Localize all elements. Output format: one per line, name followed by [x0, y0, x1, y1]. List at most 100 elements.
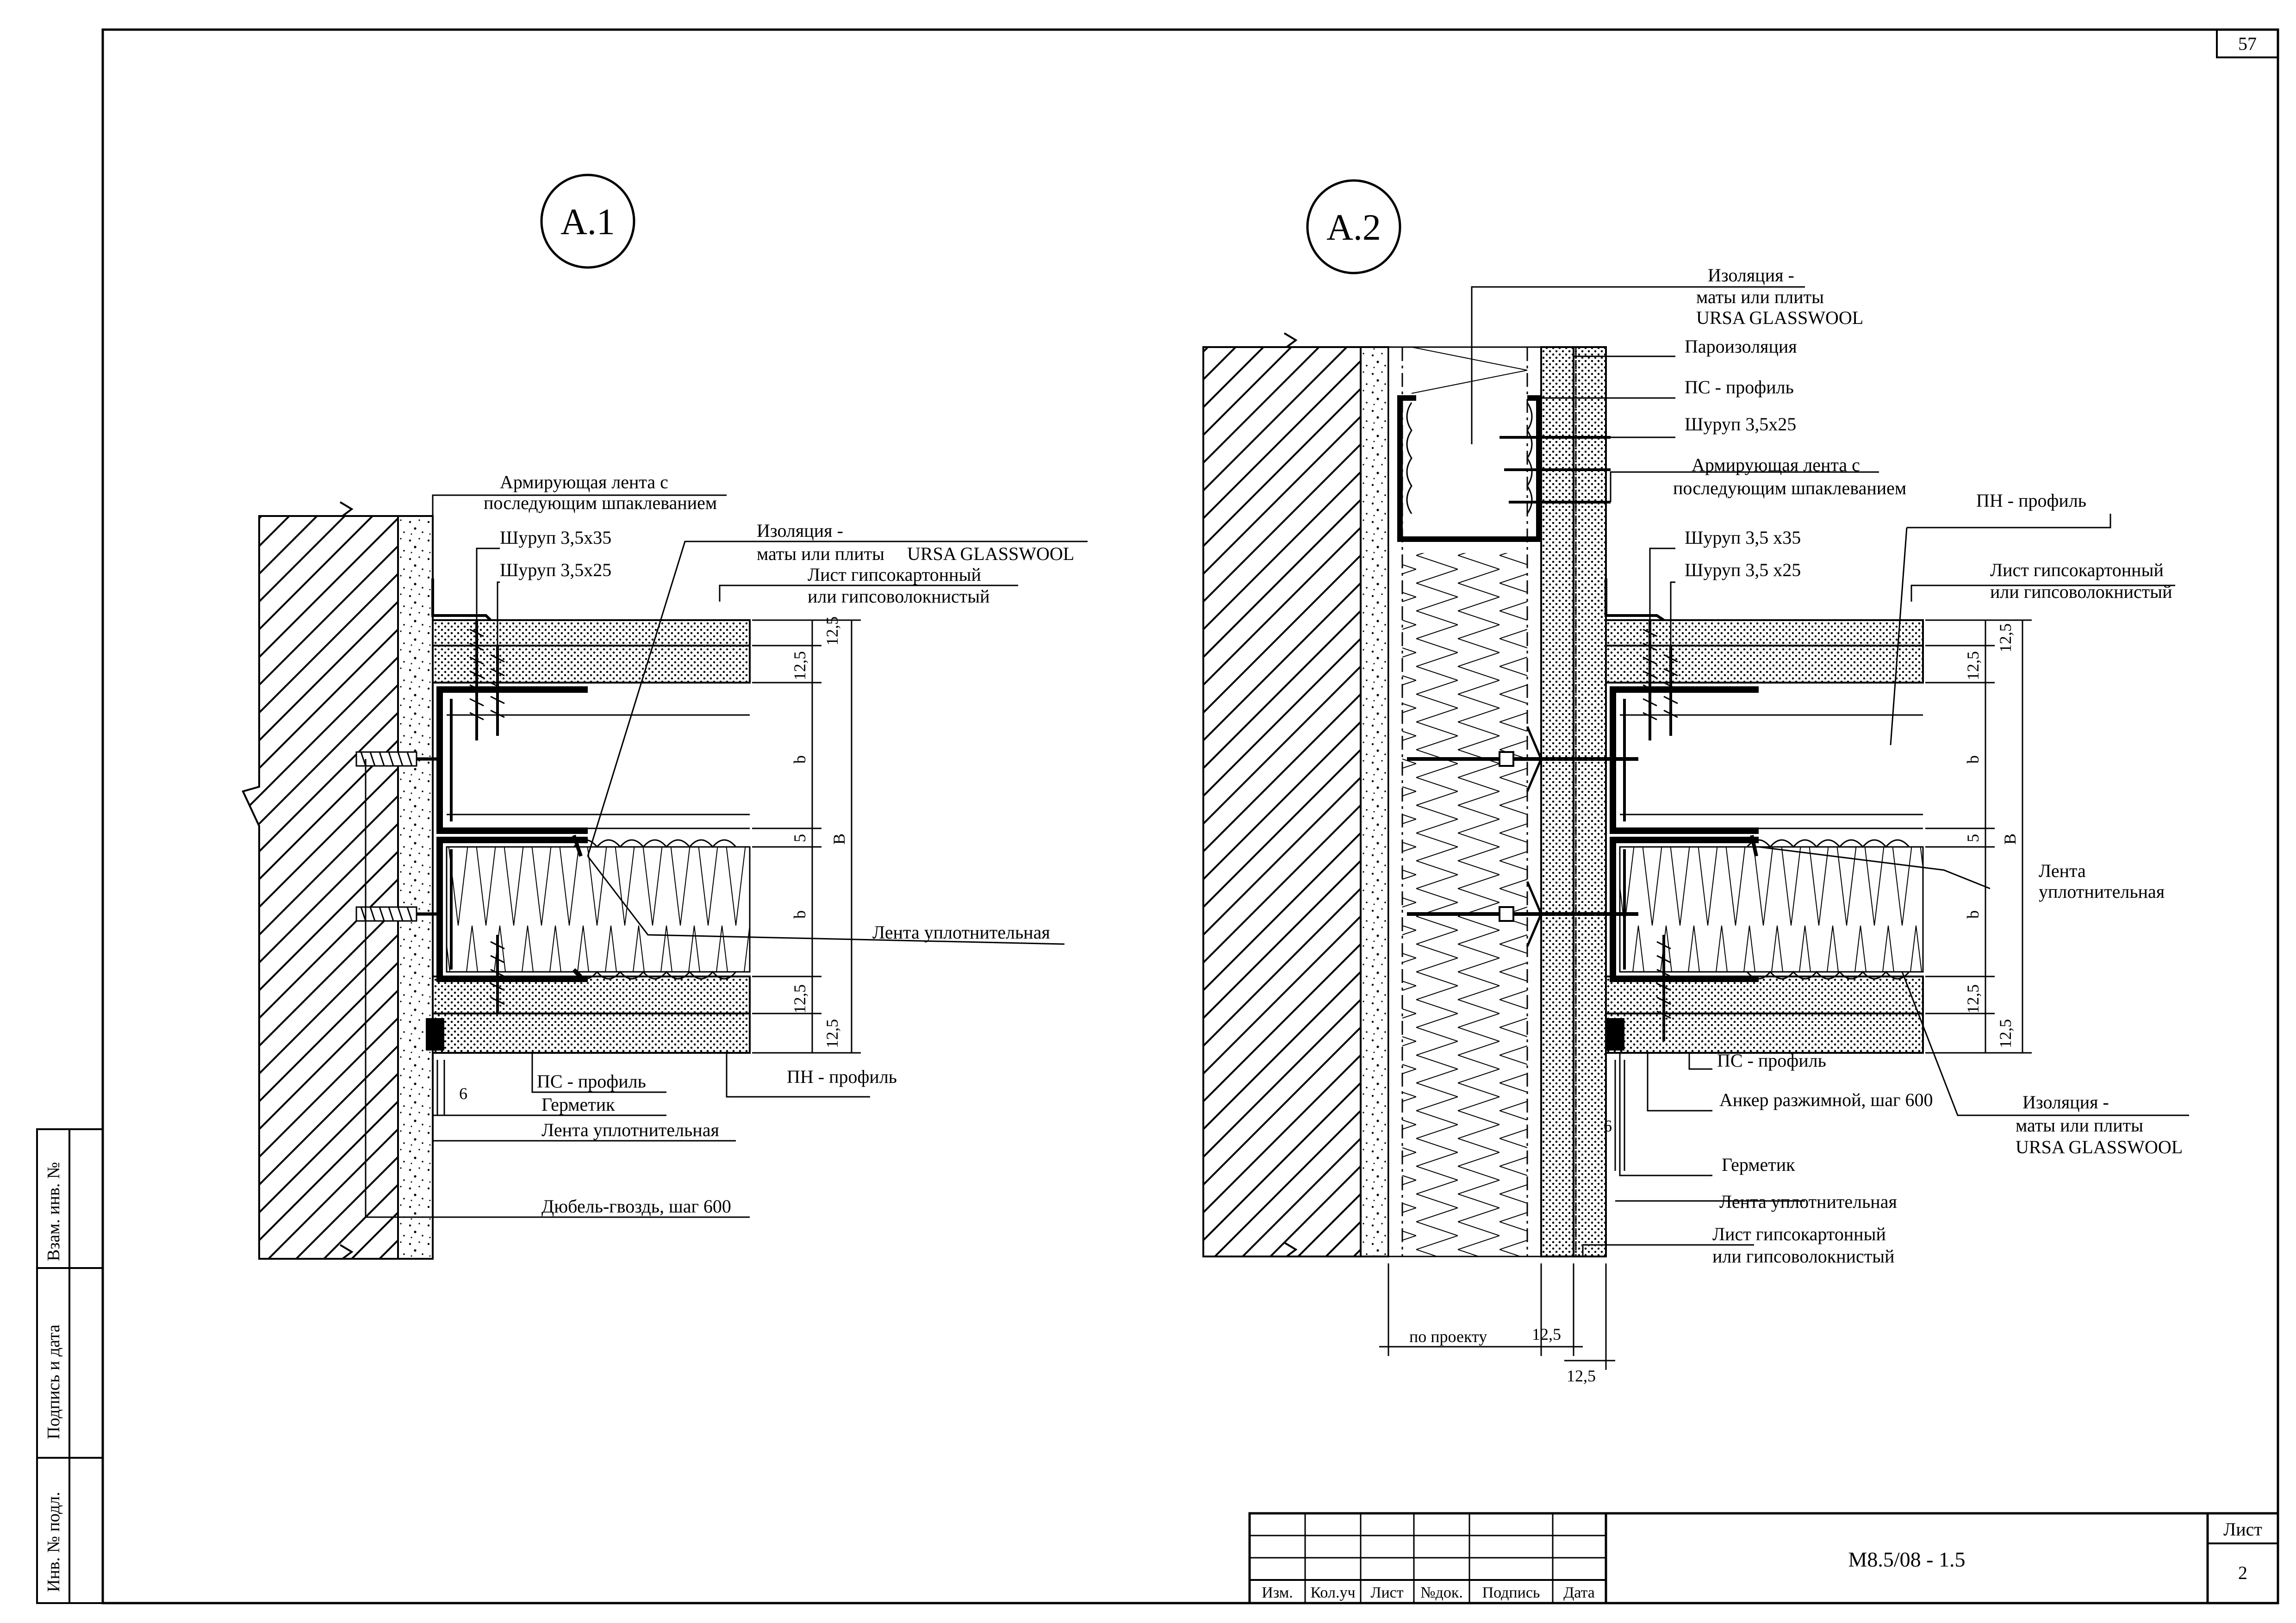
a1-label-sealant: Герметик	[541, 1094, 615, 1115]
a1-dim-12-5-top-outer: 12,5	[823, 616, 841, 646]
a2-label-gk-1: Лист гипсокартонный	[1990, 560, 2164, 580]
sheet-number: 2	[2238, 1562, 2247, 1583]
side-stamp: Взам. инв. № Подпись и дата Инв. № подл.	[36, 1128, 104, 1604]
a1-reinforcing-tape	[431, 578, 492, 622]
a1-label-tape-2: последующим шпаклеванием	[484, 492, 717, 513]
a1-label-seal-tape-right: Лента уплотнительная	[872, 922, 1050, 943]
stamp-signature-date: Подпись и дата	[44, 1325, 63, 1439]
detail-a1-marker	[540, 174, 635, 269]
a2-gypsum-boards-horizontal	[1605, 619, 1924, 1054]
a2-label-sealant: Герметик	[1722, 1154, 1795, 1175]
a2-dim-12-5-top-inner: 12,5	[1964, 651, 1982, 680]
a1-dim-b-bottom: b	[790, 910, 809, 919]
a2-label-iso-top-3: URSA GLASSWOOL	[1696, 307, 1863, 328]
a2-dim-12-5-top-outer: 12,5	[1996, 623, 2015, 653]
a2-masonry-wall	[1202, 332, 1389, 1257]
a2-label-ps-bottom: ПС - профиль	[1717, 1050, 1826, 1071]
a2-insulation-layer	[1388, 346, 1542, 1257]
a1-dim-texts: 12,5 12,5 b 5 B b 12,5 12,5 6	[459, 616, 848, 1103]
a2-label-seal-tape-2: уплотнительная	[2039, 881, 2165, 902]
a1-label-pn-profile: ПН - профиль	[787, 1066, 897, 1087]
a2-label-gk-2: или гипсоволокнистый	[1990, 581, 2172, 602]
a2-label-vapor: Пароизоляция	[1685, 336, 1797, 357]
tb-col-doc: №док.	[1420, 1584, 1463, 1601]
a1-label-iso-2b: URSA GLASSWOOL	[907, 543, 1074, 564]
a2-label-screw25: Шуруп 3,5 х25	[1685, 560, 1801, 580]
a1-label-ps-profile: ПС - профиль	[537, 1071, 646, 1092]
a1-dim-12-5-bottom-outer: 12,5	[823, 1019, 841, 1048]
a2-sealant	[1606, 1018, 1624, 1051]
detail-a1-id: A.1	[560, 202, 615, 243]
tb-col-list: Лист	[1370, 1584, 1403, 1601]
a1-dim-12-5-top-inner: 12,5	[790, 651, 809, 680]
a2-dim-b-bottom: b	[1964, 910, 1982, 919]
a2-label-screw35: Шуруп 3,5 х35	[1685, 527, 1801, 548]
a2-label-tape-2: последующим шпаклеванием	[1673, 478, 1906, 498]
a1-gypsum-boards	[432, 619, 751, 1054]
a1-leaders	[365, 494, 1088, 1218]
a2-label-seal-tape-1: Лента	[2039, 860, 2086, 881]
stamp-inv-original: Инв. № подл.	[44, 1492, 63, 1592]
a2-anchors	[1407, 726, 1638, 947]
tb-col-kol: Кол.уч	[1310, 1584, 1355, 1601]
a1-label-tape-1: Армирующая лента с	[500, 472, 668, 492]
a2-dim-6: 6	[1604, 1117, 1612, 1135]
a2-label-gk-bot-1: Лист гипсокартонный	[1712, 1224, 1886, 1244]
document-code: М8.5/08 - 1.5	[1848, 1548, 1966, 1571]
a1-label-iso-2a: маты или плиты	[757, 543, 884, 564]
a2-label-tape-1: Армирующая лента с	[1692, 454, 1860, 475]
a1-dim-12-5-bottom-inner: 12,5	[790, 984, 809, 1014]
a1-label-screw35: Шуруп 3,5х35	[500, 527, 611, 548]
corner-sheet-number: 57	[2238, 33, 2257, 54]
a1-label-gk-1: Лист гипсокартонный	[808, 564, 981, 585]
a2-reinforcing-tape	[1605, 578, 1665, 622]
tb-col-izm: Изм.	[1262, 1584, 1293, 1601]
a1-label-iso-1: Изоляция -	[757, 520, 843, 541]
sheet-label: Лист	[2223, 1519, 2262, 1540]
a1-dim-5: 5	[790, 834, 809, 842]
a2-dim-b-top: b	[1964, 755, 1982, 764]
a2-label-iso-top-2: маты или плиты	[1696, 286, 1824, 307]
a2-top-profile	[1397, 395, 1611, 542]
sheet-frame: 57	[101, 28, 2279, 1604]
a1-labels: Армирующая лента с последующим шпаклеван…	[484, 472, 1074, 1217]
a1-masonry-wall	[242, 501, 434, 1260]
a2-cavity-insulation	[1619, 714, 1924, 980]
a2-gypsum-boards-vertical	[1540, 346, 1607, 1257]
a1-dim-B: B	[830, 833, 848, 845]
title-block: Изм. Кол.уч Лист №док. Подпись Дата М8.5…	[1248, 1512, 2279, 1604]
a1-dim-b-top: b	[790, 755, 809, 764]
a2-label-iso-top-1: Изоляция -	[1708, 265, 1794, 286]
a1-screws	[469, 620, 505, 1014]
a2-label-iso-bot-1: Изоляция -	[2022, 1092, 2109, 1113]
a2-labels: Изоляция - маты или плиты URSA GLASSWOOL…	[1673, 265, 2183, 1267]
a2-label-iso-bot-2: маты или плиты	[2016, 1115, 2143, 1136]
detail-a2-id: A.2	[1326, 207, 1381, 248]
detail-a2-marker	[1306, 179, 1401, 274]
a2-dim-12-5-bottom-outer: 12,5	[1996, 1019, 2015, 1048]
stamp-vzam-inv: Взам. инв. №	[44, 1162, 63, 1261]
a2-label-anchor: Анкер разжимной, шаг 600	[1719, 1089, 1933, 1110]
a2-dim-12-5-bottom-b: 12,5	[1567, 1367, 1596, 1385]
a2-label-pn-profile: ПН - профиль	[1976, 490, 2086, 511]
a1-label-dowel: Дюбель-гвоздь, шаг 600	[541, 1196, 731, 1217]
a1-dowel-nails	[355, 751, 442, 922]
a2-dim-B: B	[2001, 833, 2019, 845]
a1-insulation	[446, 714, 751, 980]
a2-dim-12-5-bottom-inner: 12,5	[1964, 984, 1982, 1014]
a2-dim-5: 5	[1964, 834, 1982, 842]
a2-label-iso-bot-3: URSA GLASSWOOL	[2016, 1137, 2183, 1157]
a1-sealant	[426, 1018, 444, 1051]
a2-label-seal-tape-bottom: Лента уплотнительная	[1719, 1191, 1897, 1212]
a2-dim-per-project: по проекту	[1409, 1327, 1487, 1346]
a1-label-screw25: Шуруп 3,5х25	[500, 560, 611, 580]
a1-dim-6: 6	[459, 1084, 467, 1103]
detail-a2: A.2	[1202, 179, 2189, 1370]
a1-label-seal-tape-bottom: Лента уплотнительная	[541, 1119, 719, 1140]
a2-dimensions	[1379, 619, 2032, 1370]
detail-a1: A.1	[242, 174, 1088, 1260]
a2-label-screw25-top: Шуруп 3,5х25	[1685, 414, 1796, 435]
a2-leaders	[1471, 286, 2189, 1256]
a1-dimensions	[436, 619, 861, 1115]
